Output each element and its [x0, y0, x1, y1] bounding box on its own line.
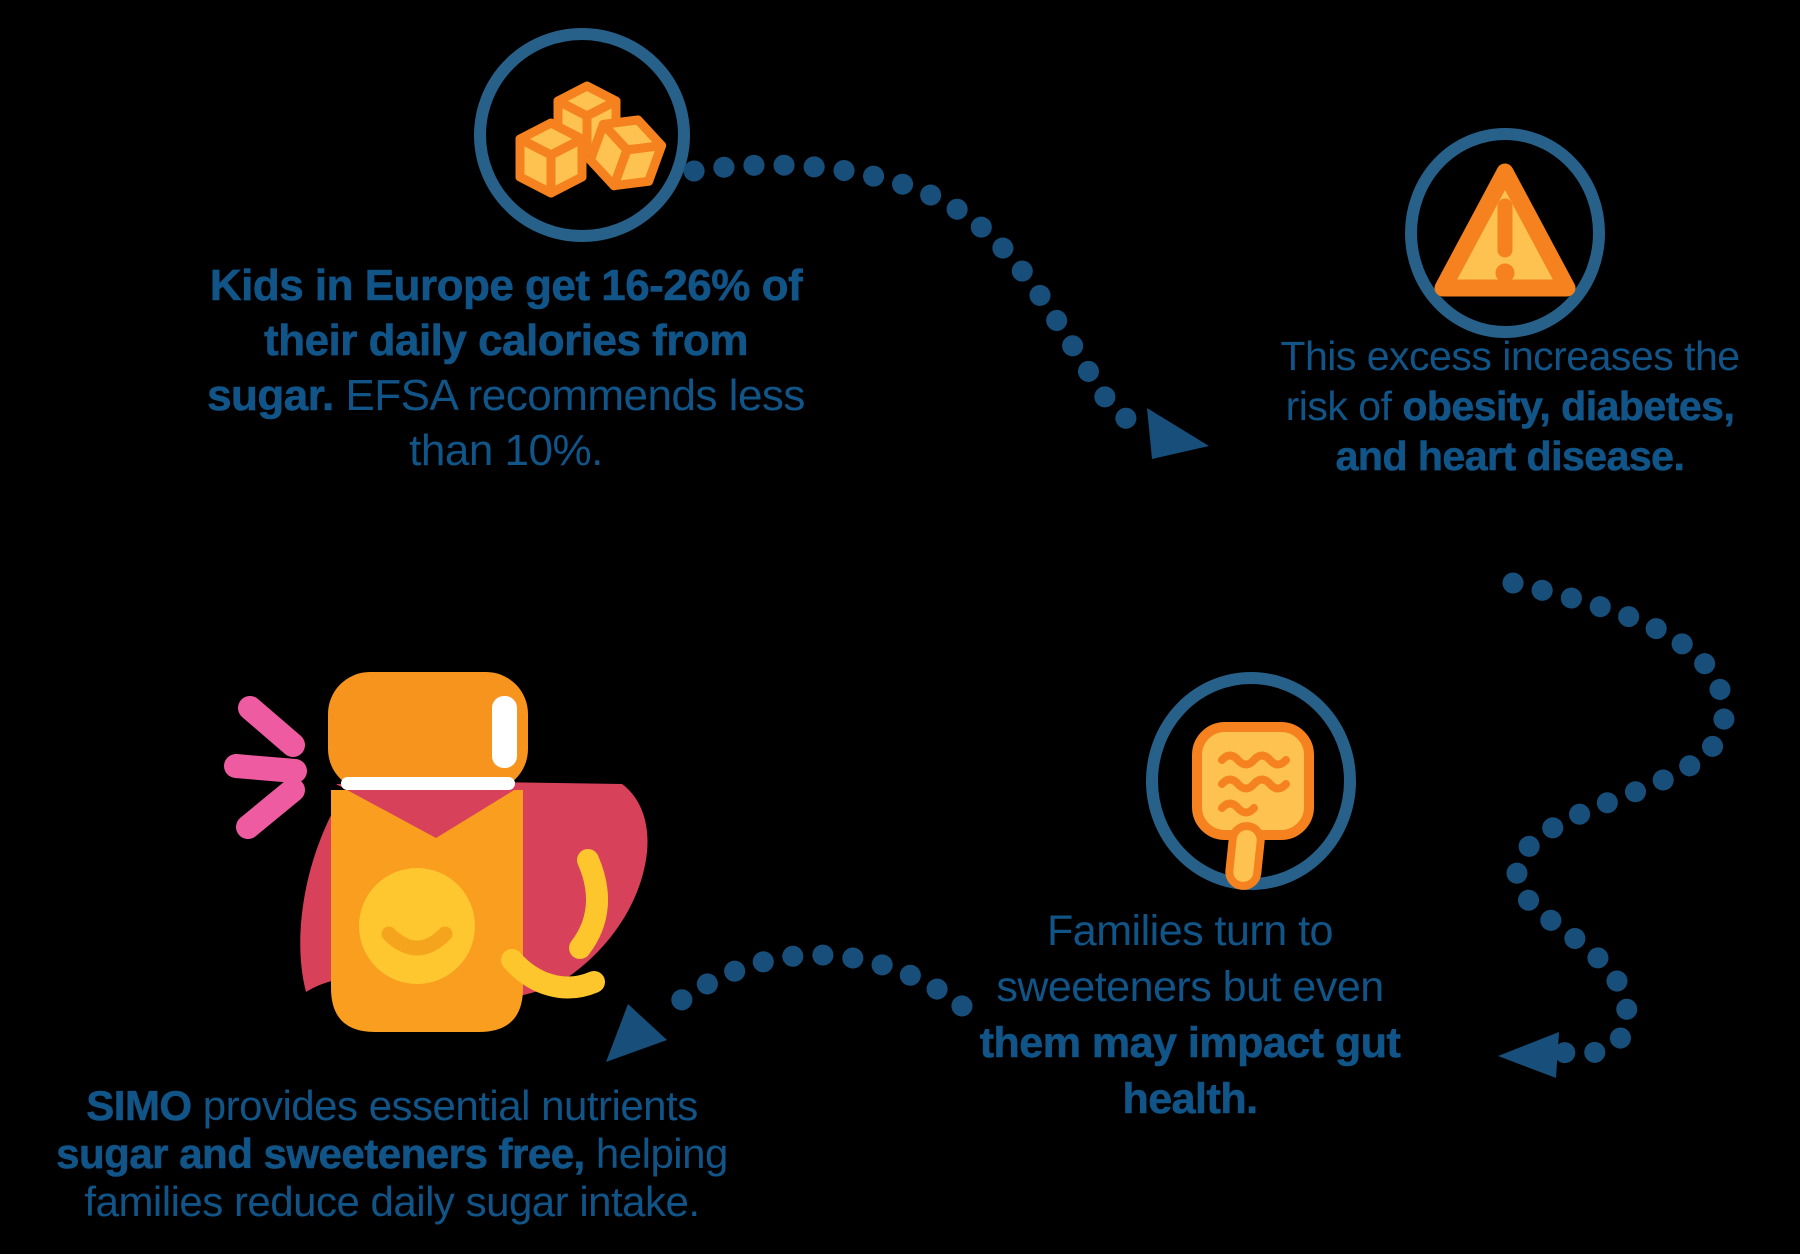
fridge-top-door [328, 672, 528, 791]
caption-line: families reduce daily sugar intake. [84, 1178, 700, 1225]
arrowhead-1 [1147, 408, 1209, 459]
caption-line: sugar. EFSA recommends less [207, 371, 806, 421]
gut-icon [1192, 722, 1314, 890]
caption-line: sugar and sweeteners free, helping [56, 1130, 729, 1178]
caption-line: than 10%. [409, 426, 603, 475]
caption-line: and heart disease. [1335, 433, 1685, 480]
sugar-cubes-icon [515, 81, 667, 198]
simo-mascot [224, 672, 648, 1032]
arrowhead-3 [606, 1004, 667, 1062]
warning-circle [1405, 128, 1605, 338]
swoosh-lines [501, 849, 608, 999]
dotted-path-2 [1502, 572, 1735, 1065]
caption-sweetener-concern: Families turn to sweeteners but even them … [979, 903, 1401, 1127]
caption-line: This excess increases the [1280, 333, 1740, 379]
caption-line: Kids in Europe get 16-26% of [209, 261, 803, 311]
cape-collar [336, 784, 524, 838]
caption-line: their daily calories from [264, 316, 749, 366]
sugar-circle [474, 28, 690, 242]
caption-line: them may impact gut [979, 1019, 1401, 1068]
burst-lines [224, 696, 307, 839]
caption-line: risk of obesity, diabetes, [1285, 383, 1736, 430]
door-divider [341, 777, 515, 790]
warning-icon [1434, 163, 1576, 297]
dotted-path-3 [653, 944, 973, 1025]
fridge-handle [492, 696, 517, 768]
caption-line: sweeteners but even [996, 963, 1384, 1011]
caption-line: SIMO provides essential nutrients [86, 1082, 698, 1130]
caption-line: Families turn to [1047, 907, 1333, 955]
caption-line: health. [1122, 1075, 1258, 1124]
face [359, 868, 475, 984]
smile [381, 926, 453, 956]
arrowhead-2 [1498, 1032, 1559, 1078]
dotted-path-1 [683, 154, 1144, 435]
